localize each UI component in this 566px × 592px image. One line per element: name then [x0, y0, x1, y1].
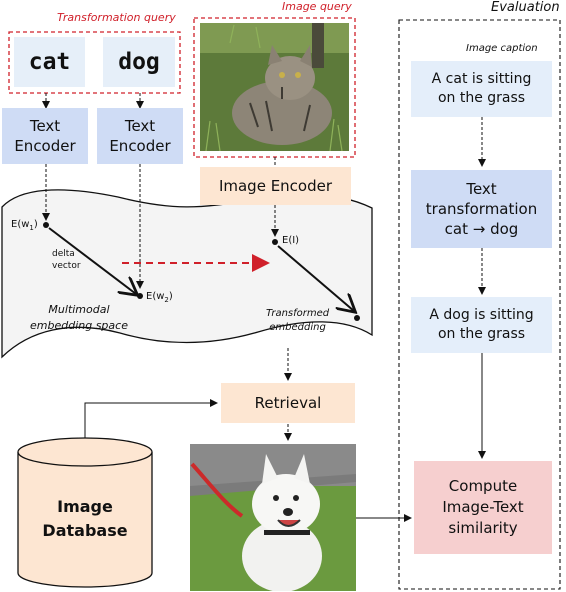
- transformation-query-frame: [8, 31, 181, 94]
- caption-cat-box: A cat is sitting on the grass: [411, 61, 552, 117]
- query-word-cat: cat: [14, 37, 85, 87]
- delta-vector-arrow: [48, 227, 136, 294]
- e-i-label: E(I): [282, 235, 300, 246]
- e-w1-label: E(w1): [11, 219, 38, 232]
- text-transformation-line1: Text: [466, 180, 497, 198]
- cat-photo: [200, 23, 349, 151]
- compute-line1: Compute: [448, 477, 518, 495]
- caption-dog-line2: on the grass: [437, 326, 526, 342]
- text-transformation-line3: cat → dog: [444, 220, 519, 238]
- compute-similarity-box: Compute Image-Text similarity: [414, 461, 552, 554]
- image-query-label: Image query: [282, 0, 352, 13]
- compute-line3: similarity: [448, 519, 518, 537]
- text-encoder-2-line2: Encoder: [109, 137, 171, 155]
- text-encoder-1-line1: Text: [29, 117, 61, 135]
- image-encoder: Image Encoder: [200, 167, 351, 205]
- e-w2-sub: 2: [164, 296, 169, 304]
- e-i-point: [272, 239, 278, 245]
- delta-label-line2: vector: [52, 261, 81, 271]
- caption-dog-box: A dog is sitting on the grass: [411, 297, 552, 353]
- e-w1-point: [43, 222, 49, 228]
- evaluation-title: Evaluation: [491, 0, 560, 15]
- transformation-query-label: Transformation query: [57, 11, 176, 24]
- text-encoder-2: Text Encoder: [97, 108, 183, 164]
- embedding-space-sheet: [1, 189, 373, 359]
- embedding-space-label-line2: embedding space: [30, 319, 128, 332]
- e-w1-sub: 1: [29, 224, 34, 232]
- database-label: Image Database: [18, 495, 152, 543]
- transformed-embedding-label: Transformed embedding: [266, 307, 329, 335]
- database-label-line1: Image: [57, 497, 113, 516]
- e-w2-text: E(w: [146, 291, 165, 302]
- text-transformation-box: Text transformation cat → dog: [411, 170, 552, 248]
- e-w1-close: ): [33, 219, 38, 230]
- delta-label-line1: delta: [52, 249, 75, 259]
- database-cylinder: [17, 437, 153, 588]
- query-word-dog: dog: [103, 37, 175, 87]
- embedding-space-label: Multimodal embedding space: [30, 302, 128, 334]
- e-w1-text: E(w: [11, 219, 30, 230]
- dog-photo: [190, 444, 356, 591]
- embedding-space-label-line1: Multimodal: [48, 303, 110, 316]
- e-w2-close: ): [168, 291, 173, 302]
- delta-vector-label: delta vector: [52, 248, 81, 272]
- transformed-point: [354, 315, 360, 321]
- image-caption-label: Image caption: [466, 43, 538, 54]
- e-w2-point: [137, 293, 143, 299]
- transformed-label-line2: embedding: [269, 322, 326, 333]
- text-encoder-1-line2: Encoder: [14, 137, 76, 155]
- caption-cat-line2: on the grass: [437, 90, 526, 106]
- retrieval-box: Retrieval: [221, 383, 355, 423]
- text-encoder-2-line1: Text: [124, 117, 156, 135]
- database-label-line2: Database: [42, 521, 128, 540]
- caption-dog-line1: A dog is sitting: [429, 307, 534, 323]
- evaluation-frame: [398, 19, 561, 590]
- transformed-arrow: [277, 245, 354, 311]
- compute-line2: Image-Text: [442, 498, 524, 516]
- transformed-label-line1: Transformed: [266, 308, 330, 319]
- caption-cat-line1: A cat is sitting: [431, 71, 532, 87]
- text-transformation-line2: transformation: [425, 200, 538, 218]
- text-encoder-1: Text Encoder: [2, 108, 88, 164]
- e-w2-label: E(w2): [146, 291, 173, 304]
